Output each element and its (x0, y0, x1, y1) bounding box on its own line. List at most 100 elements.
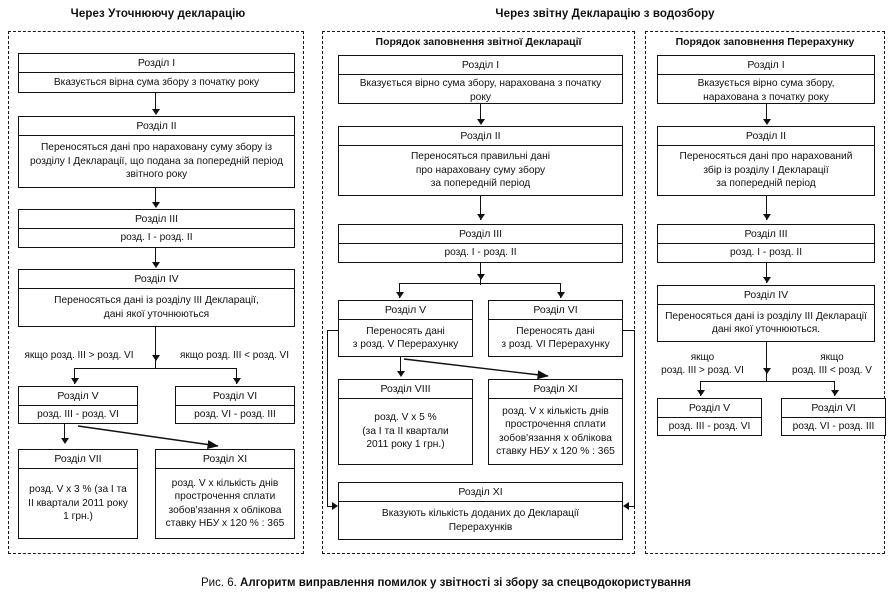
left-box-rozdil-7[interactable]: Розділ VII розд. V x 3 % (за I та II ква… (18, 449, 138, 539)
connector (700, 381, 702, 396)
box-body: Вказується вірно сума збору, нарахована … (359, 78, 602, 103)
recalc-condition-left: якщо розд. ІІІ > розд. VІ (661, 352, 744, 376)
recalc-box-rozdil-5[interactable]: Розділ V розд. ІІІ - розд. VІ (657, 398, 762, 436)
connector (327, 330, 339, 332)
connector (560, 283, 562, 298)
arrow-down-icon (696, 390, 705, 396)
box-header: Розділ III (658, 225, 874, 244)
connector (766, 342, 768, 382)
recalc-section-container (645, 31, 885, 554)
arrow-down-icon (151, 109, 160, 115)
middle-box-rozdil-3[interactable]: Розділ III розд. І - розд. ІІ (338, 224, 623, 263)
box-header: Розділ III (339, 225, 622, 244)
middle-box-rozdil-6[interactable]: Розділ VI Переносять дані з розд. VI Пер… (488, 300, 623, 357)
connector (155, 93, 157, 111)
arrow-down-icon (395, 292, 404, 298)
left-condition-left: якщо розд. ІІІ > розд. VІ (24, 350, 134, 361)
box-body: розд. VІ - розд. ІІІ (194, 409, 276, 420)
box-body: розд. ІІІ - розд. VІ (668, 421, 751, 432)
box-header: Розділ VII (19, 450, 137, 469)
left-box-rozdil-2[interactable]: Розділ II Переносяться дані про нарахова… (18, 116, 295, 188)
box-body: розд. ІІІ - розд. VІ (37, 409, 119, 420)
arrow-down-icon (762, 214, 771, 220)
arrow-left-icon (623, 502, 629, 510)
left-box-rozdil-5[interactable]: Розділ V розд. ІІІ - розд. VІ (18, 386, 138, 424)
box-header: Розділ VIII (339, 380, 472, 399)
middle-box-rozdil-8[interactable]: Розділ VIII розд. V x 5 % (за I та II кв… (338, 379, 473, 465)
connector (155, 327, 157, 369)
arrow-down-icon (830, 390, 839, 396)
box-body: розд. V x 5 % (за I та II квартали 2011 … (362, 412, 449, 451)
box-body: Переносять дані з розд. V Перерахунку (352, 325, 459, 351)
middle-box-rozdil-5[interactable]: Розділ V Переносять дані з розд. V Перер… (338, 300, 473, 357)
middle-box-rozdil-11-detail[interactable]: Розділ XI розд. V x кількість днів прост… (488, 379, 623, 465)
box-header: Розділ XI (489, 380, 622, 399)
box-body: Переносяться правильні дані про нарахова… (410, 151, 551, 190)
connector (480, 196, 482, 220)
connector (155, 188, 157, 204)
left-column-title: Через Уточнюючу декларацію (70, 8, 246, 20)
left-box-rozdil-4[interactable]: Розділ IV Переносяться дані із розділу І… (18, 269, 295, 327)
box-body: розд. І - розд. ІІ (120, 232, 193, 244)
connector (327, 506, 333, 508)
box-header: Розділ V (19, 387, 137, 406)
right-group-title: Через звітну Декларацію з водозбору (495, 8, 715, 20)
connector (400, 357, 402, 375)
connector (629, 506, 635, 508)
middle-section-container (322, 31, 635, 554)
connector (74, 368, 237, 370)
box-body: Переносяться дані із розділу ІІІ Деклара… (665, 310, 867, 336)
connector (327, 330, 329, 507)
box-body: Переносяться дані про нараховану суму зб… (29, 142, 283, 181)
recalc-condition-right: якщо розд. ІІІ < розд. V (792, 352, 872, 376)
connector (700, 381, 835, 383)
recalc-box-rozdil-3[interactable]: Розділ III розд. І - розд. ІІ (657, 224, 875, 263)
middle-box-rozdil-1[interactable]: Розділ I Вказується вірно сума збору, на… (338, 55, 623, 104)
arrow-down-icon (396, 371, 405, 377)
box-header: Розділ II (339, 127, 622, 146)
box-body: розд. V x кількість днів прострочення сп… (496, 405, 615, 458)
box-header: Розділ VI (782, 399, 885, 418)
box-body: Вказують кількість доданих до Декларації… (381, 508, 580, 533)
connector (766, 263, 768, 283)
recalc-box-rozdil-1[interactable]: Розділ I Вказується вірно сума збору, на… (657, 55, 875, 104)
left-box-rozdil-3[interactable]: Розділ III розд. І - розд. ІІ (18, 209, 295, 248)
box-body: Вказується вірно сума збору, нарахована … (697, 78, 835, 103)
box-header: Розділ VI (176, 387, 294, 406)
left-condition-right: якщо розд. ІІІ < розд. VІ (180, 350, 289, 361)
connector (155, 248, 157, 264)
middle-box-rozdil-2[interactable]: Розділ II Переносяться правильні дані пр… (338, 126, 623, 196)
arrow-down-icon (476, 119, 485, 125)
box-header: Розділ II (19, 117, 294, 136)
arrow-down-icon (762, 277, 771, 283)
recalc-box-rozdil-6[interactable]: Розділ VI розд. VІ - розд. ІІІ (781, 398, 886, 436)
arrow-down-icon (151, 262, 160, 268)
arrow-down-icon (762, 368, 771, 374)
box-header: Розділ VI (489, 301, 622, 320)
arrow-down-icon (476, 274, 485, 280)
box-header: Розділ IV (19, 270, 294, 289)
box-header: Розділ I (658, 56, 874, 75)
recalc-box-rozdil-2[interactable]: Розділ II Переносяться дані про нарахова… (657, 126, 875, 196)
box-body: Переносять дані з розд. VI Перерахунку (501, 325, 610, 351)
arrow-down-icon (70, 378, 79, 384)
arrow-down-icon (232, 378, 241, 384)
box-body: розд. І - розд. ІІ (729, 247, 803, 259)
connector (399, 283, 401, 298)
left-box-rozdil-1[interactable]: Розділ I Вказується вірна сума збору з п… (18, 53, 295, 93)
box-body: Вказується вірна сума збору з початку ро… (53, 76, 260, 88)
box-body: Переносяться дані про нарахований збір і… (679, 151, 853, 190)
caption-title: Алгоритм виправлення помилок у звітності… (240, 577, 692, 589)
box-body: розд. VІ - розд. ІІІ (792, 421, 875, 432)
left-box-rozdil-6[interactable]: Розділ VI розд. VІ - розд. ІІІ (175, 386, 295, 424)
middle-section-subtitle: Порядок заповнення звітної Декларації (375, 36, 582, 48)
recalc-box-rozdil-4[interactable]: Розділ IV Переносяться дані із розділу І… (657, 285, 875, 342)
arrow-down-icon (762, 119, 771, 125)
caption-number: Рис. 6. (200, 577, 237, 589)
middle-box-rozdil-11-summary[interactable]: Розділ XI Вказують кількість доданих до … (338, 482, 623, 540)
box-header: Розділ XI (339, 483, 622, 502)
left-box-rozdil-11[interactable]: Розділ XI розд. V x кількість днів прост… (155, 449, 295, 539)
connector (766, 104, 768, 122)
box-header: Розділ I (339, 56, 622, 75)
